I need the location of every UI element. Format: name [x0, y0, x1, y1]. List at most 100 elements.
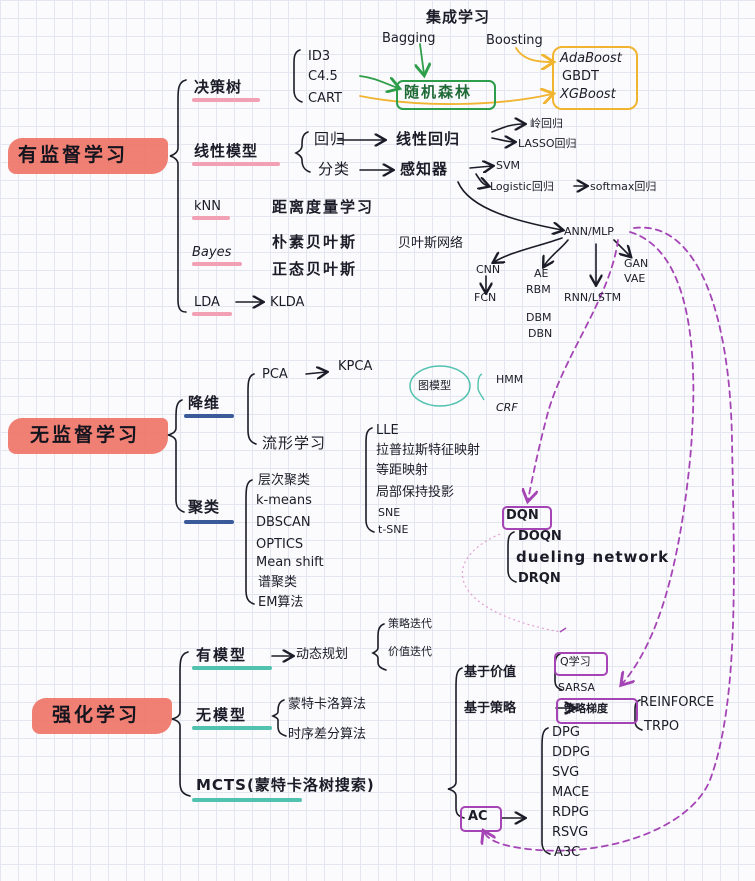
highlight-unsupervised	[8, 418, 168, 454]
pca: PCA	[262, 367, 288, 382]
ae: AE	[534, 267, 549, 280]
unsupervised-title: 无监督学习	[30, 424, 141, 446]
supervised-title: 有监督学习	[18, 144, 129, 166]
manifold-laplacian: 拉普拉斯特征映射	[376, 443, 481, 458]
boosting-box	[552, 46, 638, 110]
manifold-lle: LLE	[376, 423, 399, 438]
highlight-reinforcement	[32, 698, 172, 734]
policy-gradient: 策略梯度	[564, 702, 608, 715]
clustering-label: 聚类	[188, 498, 221, 516]
manifold-tsne: t-SNE	[378, 523, 409, 536]
knn-label: kNN	[194, 199, 221, 214]
ac-rdpg: RDPG	[552, 805, 589, 820]
kpca: KPCA	[338, 359, 373, 374]
manifold-sne: SNE	[378, 506, 401, 519]
manifold-label: 流形学习	[262, 434, 327, 452]
value-based-label: 基于价值	[464, 665, 517, 680]
value-iteration: 价值迭代	[388, 645, 432, 658]
trpo: TRPO	[644, 719, 680, 734]
ac-box	[460, 806, 502, 832]
q-learning: Q学习	[560, 655, 591, 668]
ensemble-title: 集成学习	[426, 8, 491, 26]
underline-model-based	[192, 666, 272, 670]
ac-mace: MACE	[552, 785, 590, 800]
dim-reduction-label: 降维	[188, 394, 221, 412]
manifold-isomap: 等距映射	[376, 463, 429, 478]
underline-clustering	[184, 520, 234, 524]
lda-label: LDA	[194, 295, 220, 310]
policy-gradient-box	[556, 698, 638, 724]
normal-bayes: 正态贝叶斯	[272, 260, 358, 278]
dqn-label: DQN	[506, 508, 539, 523]
ac-ddpg: DDPG	[552, 745, 590, 760]
underline-model-free	[192, 726, 272, 730]
rbm: RBM	[526, 283, 551, 296]
dqn-doqn: DOQN	[518, 529, 562, 544]
underline-linear	[192, 162, 280, 166]
underline-knn	[192, 216, 230, 220]
softmax-regression: softmax回归	[590, 180, 657, 193]
dqn-dueling: dueling network	[516, 548, 670, 566]
classification-label: 分类	[318, 160, 351, 178]
dqn-box	[502, 506, 552, 530]
metric-learning: 距离度量学习	[272, 198, 375, 216]
random-forest: 随机森林	[404, 83, 473, 101]
policy-iteration: 策略迭代	[388, 617, 432, 630]
manifold-lpp: 局部保持投影	[376, 485, 455, 500]
ac-dpg: DPG	[552, 725, 580, 740]
model-free-label: 无模型	[196, 706, 248, 724]
linear-regression: 线性回归	[396, 130, 461, 148]
underline-bayes	[192, 262, 242, 266]
logistic-regression: Logistic回归	[490, 180, 554, 193]
naive-bayes: 朴素贝叶斯	[272, 233, 358, 251]
monte-carlo: 蒙特卡洛算法	[288, 697, 367, 712]
hmm: HMM	[496, 373, 524, 386]
vae: VAE	[624, 272, 646, 285]
mcts-label: MCTS(蒙特卡洛树搜索)	[196, 776, 375, 794]
underline-lda	[192, 312, 232, 316]
linear-label: 线性模型	[194, 142, 259, 160]
dqn-drqn: DRQN	[518, 571, 561, 586]
gan: GAN	[624, 257, 649, 270]
regression-label: 回归	[314, 130, 347, 148]
ridge-regression: 岭回归	[530, 117, 563, 130]
dt-c45: C4.5	[308, 69, 338, 84]
klda-label: KLDA	[270, 295, 305, 310]
cluster-optics: OPTICS	[256, 537, 304, 552]
underline-decision-tree	[192, 98, 260, 102]
bayes-label: Bayes	[192, 245, 232, 260]
decision-tree-label: 决策树	[194, 78, 243, 96]
reinforce: REINFORCE	[640, 695, 715, 710]
cluster-dbscan: DBSCAN	[256, 515, 311, 530]
boost-xgboost: XGBoost	[560, 87, 616, 102]
boost-gbdt: GBDT	[562, 69, 599, 84]
ac-a3c: A3C	[554, 845, 581, 860]
cluster-kmeans: k-means	[256, 493, 312, 508]
highlight-supervised	[8, 138, 168, 174]
svm: SVM	[496, 159, 520, 172]
cnn: CNN	[476, 263, 501, 276]
fcn: FCN	[474, 291, 497, 304]
crf: CRF	[496, 401, 518, 414]
underline-mcts	[192, 798, 302, 802]
cluster-meanshift: Mean shift	[256, 555, 324, 570]
ac-svg: SVG	[552, 765, 580, 780]
ac-label: AC	[468, 809, 488, 824]
cluster-em: EM算法	[258, 595, 304, 610]
policy-based-label: 基于策略	[464, 701, 517, 716]
model-based-label: 有模型	[196, 646, 248, 664]
rnn-lstm: RNN/LSTM	[564, 291, 622, 304]
perceptron: 感知器	[400, 160, 449, 178]
ann-mlp: ANN/MLP	[564, 225, 614, 238]
reinforcement-title: 强化学习	[52, 704, 141, 726]
bagging-label: Bagging	[382, 31, 436, 46]
boosting-label: Boosting	[486, 33, 543, 48]
q-learning-box	[554, 652, 608, 676]
underline-dim-reduction	[184, 414, 234, 418]
random-forest-box	[396, 80, 496, 110]
dt-id3: ID3	[308, 49, 331, 64]
lasso-regression: LASSO回归	[518, 137, 577, 150]
bayes-network: 贝叶斯网络	[398, 236, 464, 251]
sarsa: SARSA	[558, 681, 596, 694]
